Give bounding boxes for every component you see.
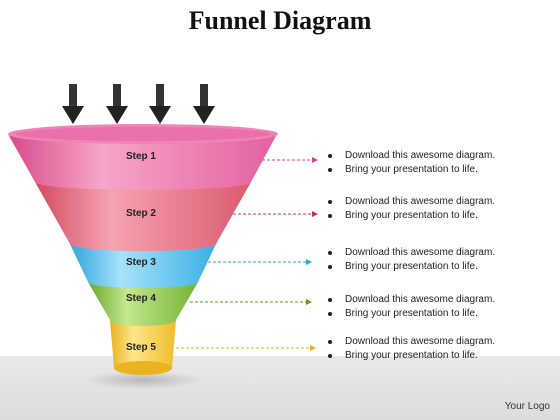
down-arrow-icon (62, 84, 84, 124)
connector-arrow-step-3 (208, 259, 312, 265)
logo-text: Your Logo (504, 401, 550, 412)
funnel-segment-step-1 (8, 124, 278, 190)
floor-background (0, 356, 560, 420)
connector-arrow-step-1 (262, 157, 318, 163)
connector-arrow-step-5 (176, 345, 316, 351)
step-label: Step 3 (126, 257, 156, 268)
list-item: Bring your presentation to life. (328, 307, 495, 321)
step-label: Step 1 (126, 151, 156, 162)
step-2-description: Download this awesome diagram. Bring you… (328, 195, 495, 222)
down-arrow-icon (149, 84, 171, 124)
down-arrow-icon (106, 84, 128, 124)
down-arrow-icon (193, 84, 215, 124)
step-label: Step 4 (126, 293, 156, 304)
list-item: Download this awesome diagram. (328, 335, 495, 349)
step-5-description: Download this awesome diagram. Bring you… (328, 335, 495, 362)
list-item: Bring your presentation to life. (328, 260, 495, 274)
list-item: Bring your presentation to life. (328, 209, 495, 223)
list-item: Download this awesome diagram. (328, 293, 495, 307)
list-item: Download this awesome diagram. (328, 149, 495, 163)
step-label: Step 2 (126, 208, 156, 219)
step-label: Step 5 (126, 342, 156, 353)
list-item: Bring your presentation to life. (328, 163, 495, 177)
list-item: Bring your presentation to life. (328, 349, 495, 363)
list-item: Download this awesome diagram. (328, 246, 495, 260)
connector-arrow-step-4 (190, 299, 312, 305)
page-title: Funnel Diagram (188, 6, 372, 35)
funnel-shadow (83, 371, 203, 389)
step-3-description: Download this awesome diagram. Bring you… (328, 246, 495, 273)
list-item: Download this awesome diagram. (328, 195, 495, 209)
step-1-description: Download this awesome diagram. Bring you… (328, 149, 495, 176)
step-4-description: Download this awesome diagram. Bring you… (328, 293, 495, 320)
connector-arrow-step-2 (233, 211, 318, 217)
